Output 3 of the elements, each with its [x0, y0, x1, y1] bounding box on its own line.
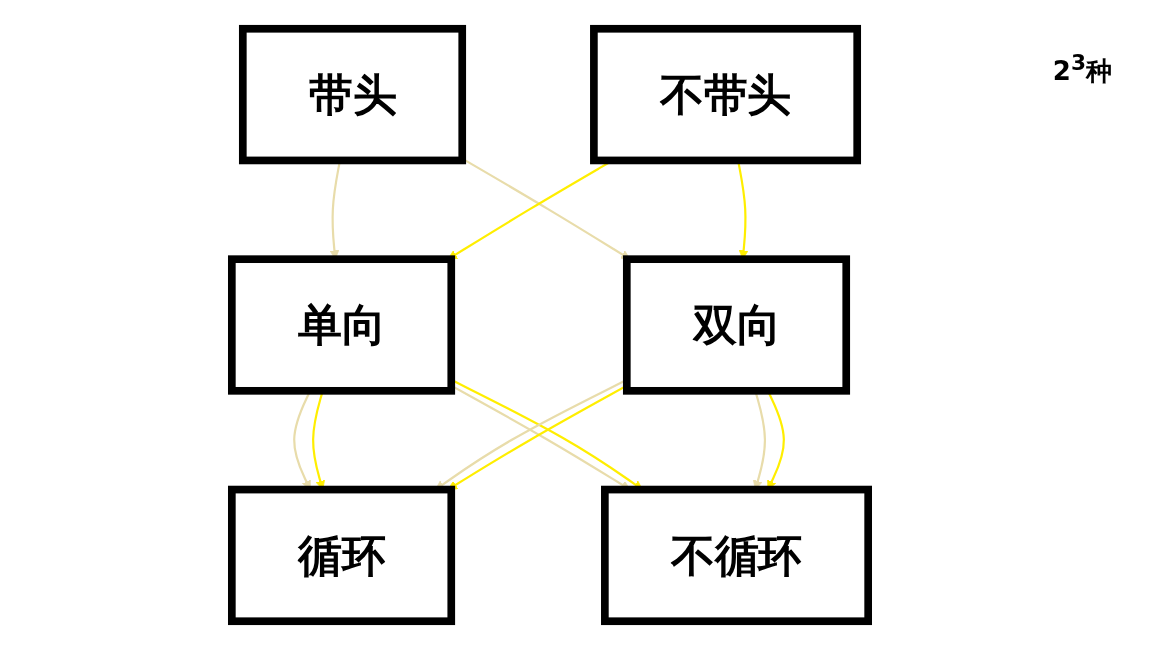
note-text: 2$^{3}$种: [1052, 50, 1112, 88]
node-box: 带头: [238, 24, 467, 165]
node-box: 单向: [228, 255, 456, 395]
